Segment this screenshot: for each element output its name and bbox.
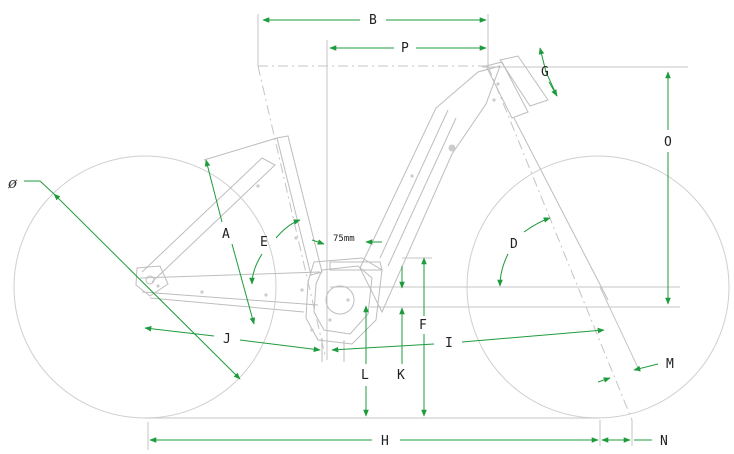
rear-wheel: [13, 155, 277, 419]
label-wheel-diameter: ø: [7, 174, 18, 192]
label-j: J: [223, 332, 231, 347]
dimension-labels: B P G O A E 75mm D ø J I F L K M H N: [7, 13, 674, 449]
label-g: G: [541, 65, 549, 80]
label-head-offset: 75mm: [333, 234, 355, 244]
label-b: B: [369, 13, 377, 28]
reference-lines: [145, 14, 688, 450]
label-f: F: [419, 318, 427, 333]
label-a: A: [222, 227, 230, 242]
label-e: E: [260, 235, 268, 250]
frame-bolts: [156, 82, 500, 332]
label-d: D: [510, 237, 518, 252]
label-i: I: [445, 336, 453, 351]
label-m: M: [666, 357, 674, 372]
label-p: P: [401, 41, 409, 56]
dimension-lines: [24, 17, 671, 443]
label-h: H: [381, 434, 389, 449]
label-l: L: [361, 368, 369, 383]
label-o: O: [664, 135, 672, 150]
bike-frame: [135, 55, 609, 362]
label-k: K: [397, 368, 405, 383]
label-n: N: [660, 434, 668, 449]
